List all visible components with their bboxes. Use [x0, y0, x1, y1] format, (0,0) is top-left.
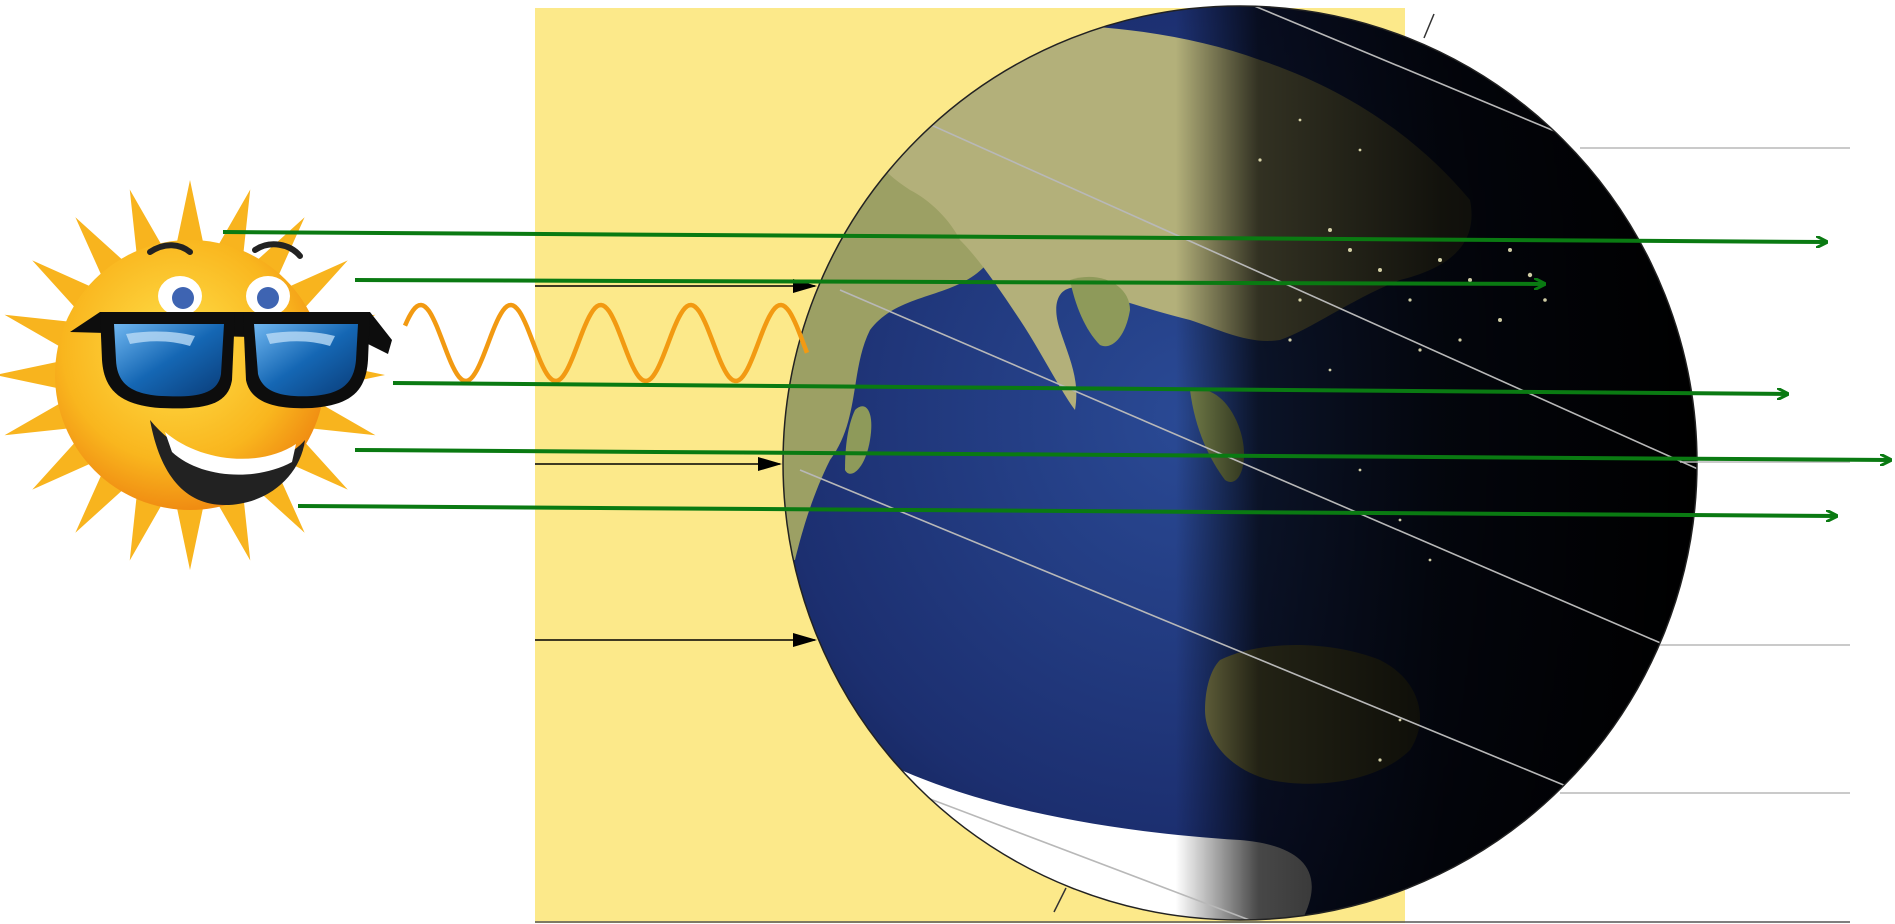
incoming-arrows: [535, 279, 817, 647]
sun-ray-arrows: [222, 230, 1890, 516]
globe-outline: [782, 5, 1698, 921]
earth-globe-icon: [783, 6, 1697, 920]
axis-tick-north: [1423, 13, 1435, 39]
axis-tick-south: [1053, 887, 1067, 913]
sun-ray-arrow: [354, 448, 1890, 460]
sun-ray-arrow: [354, 280, 1544, 284]
sun-ray-arrow: [392, 381, 1787, 394]
latitude-lines: [799, 6, 1697, 920]
latitude-extensions: [1560, 147, 1850, 794]
city-lights: [1258, 118, 1547, 762]
sun-ray-arrow: [222, 230, 1826, 242]
sun-ray-arrow: [297, 504, 1836, 516]
sun-smile: [150, 420, 305, 505]
radiation-wave: [402, 302, 810, 384]
sunglasses: [70, 312, 392, 409]
sun-with-sunglasses-icon: [0, 180, 392, 570]
night-side: [783, 6, 1697, 920]
